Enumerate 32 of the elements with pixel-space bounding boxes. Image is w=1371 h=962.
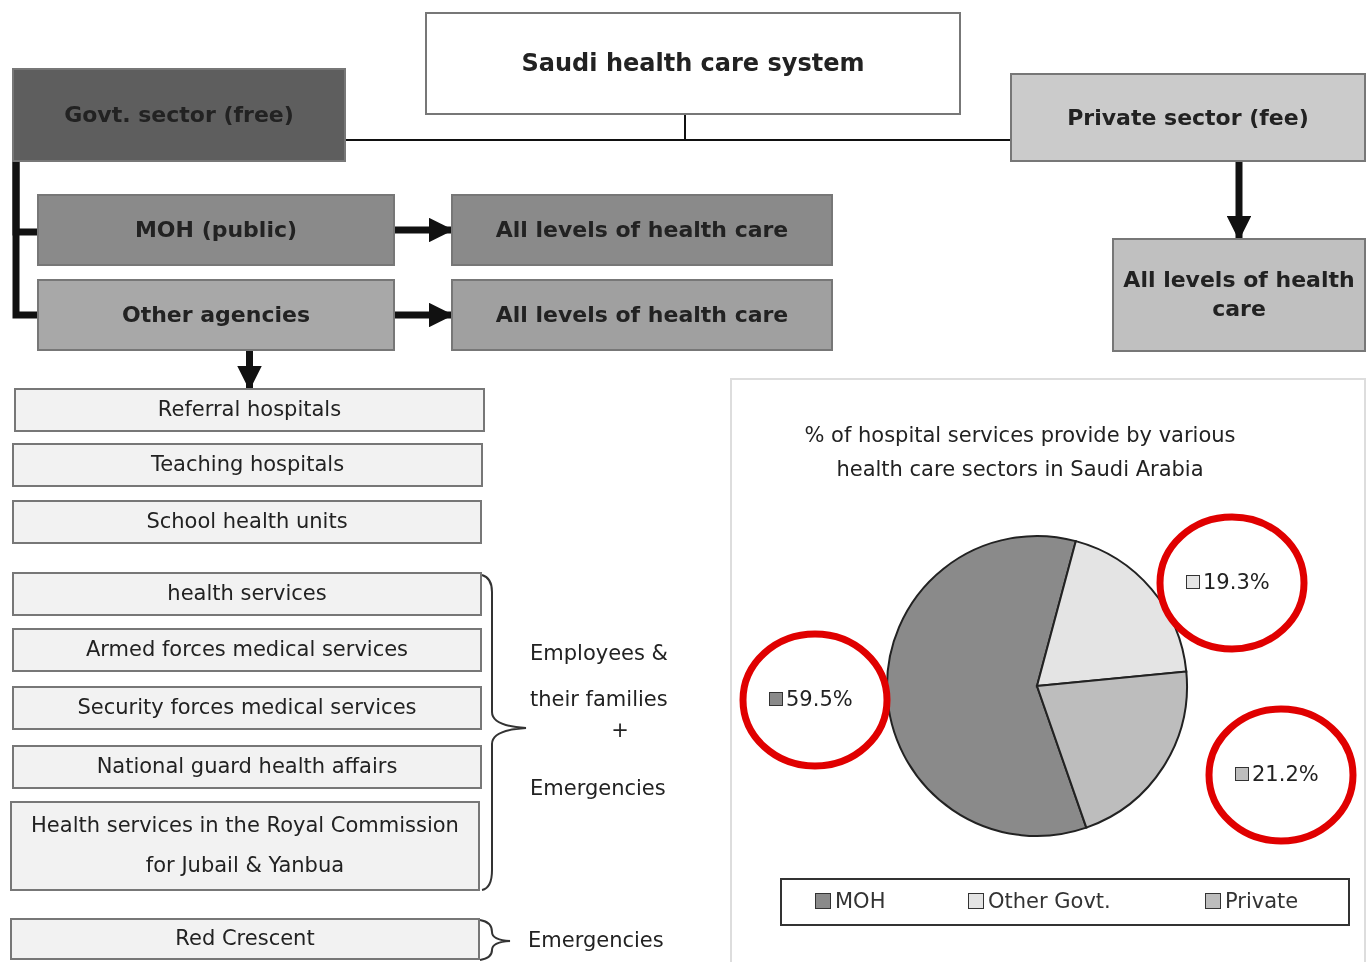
agency-box: Other agencies <box>37 279 395 351</box>
data-label: 19.3% <box>1203 569 1270 595</box>
data-label: 59.5% <box>786 686 853 712</box>
legend-label: Private <box>1225 888 1299 915</box>
care-level-box: All levels of health care <box>451 194 833 266</box>
title-box: Saudi health care system <box>425 12 961 115</box>
sector-box: Private sector (fee) <box>1010 73 1366 162</box>
service-box: Health services in the Royal Commission for Jubail & Yanbua <box>10 801 480 891</box>
agency-box: MOH (public) <box>37 194 395 266</box>
chart-title: % of hospital services provide by various health care sectors in Saudi Arabia <box>803 422 1237 483</box>
service-box: Teaching hospitals <box>12 443 483 487</box>
service-box: Referral hospitals <box>14 388 485 432</box>
service-box: School health units <box>12 500 482 544</box>
service-box: Red Crescent <box>10 918 480 960</box>
care-level-box: All levels of health care <box>1112 238 1366 352</box>
service-box: Armed forces medical services <box>12 628 482 672</box>
service-box: health services <box>12 572 482 616</box>
connector-line <box>684 114 1011 141</box>
arrow <box>1226 162 1252 241</box>
sector-box: Govt. sector (free) <box>12 68 346 162</box>
service-box: National guard health affairs <box>12 745 482 789</box>
service-box: Security forces medical services <box>12 686 482 730</box>
legend-label: Other Govt. <box>988 888 1111 915</box>
note-text: Emergencies <box>530 775 667 802</box>
arrow <box>237 351 262 391</box>
note-text: Emergencies <box>528 927 665 954</box>
legend-label: MOH <box>835 888 886 915</box>
note-text: + <box>610 718 630 742</box>
connector-line <box>12 162 37 319</box>
data-label: 21.2% <box>1252 761 1319 787</box>
care-level-box: All levels of health care <box>451 279 833 351</box>
note-text: Employees & their families <box>530 640 669 713</box>
